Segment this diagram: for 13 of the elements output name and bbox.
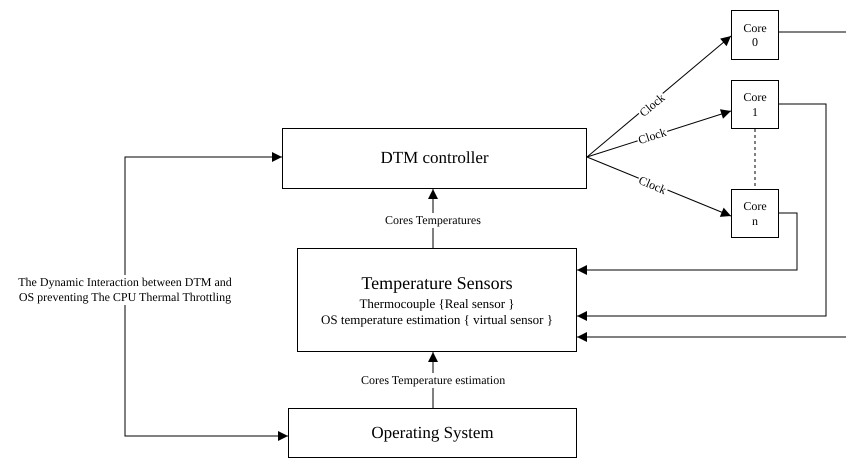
process-box: DTM controller: [282, 128, 587, 189]
process-box: Temperature Sensors Thermocouple {Real sensor } OS temperature estimation { virtual sensor }: [297, 248, 577, 352]
arrow: [576, 332, 846, 342]
core-box: Core n: [731, 189, 779, 238]
edge-label: Cores Temperatures: [384, 212, 482, 228]
edge-label: Cores Temperature estimation: [360, 372, 506, 388]
edge-label: The Dynamic Interaction between DTM and OS preventing The CPU Thermal Throttling: [16, 275, 234, 305]
arrow: [124, 152, 288, 441]
core-box: Core 0: [731, 10, 779, 60]
arrow: [576, 104, 826, 321]
core-box: Core 1: [731, 80, 779, 129]
process-box: Operating System: [288, 408, 577, 458]
arrow: [576, 212, 798, 275]
